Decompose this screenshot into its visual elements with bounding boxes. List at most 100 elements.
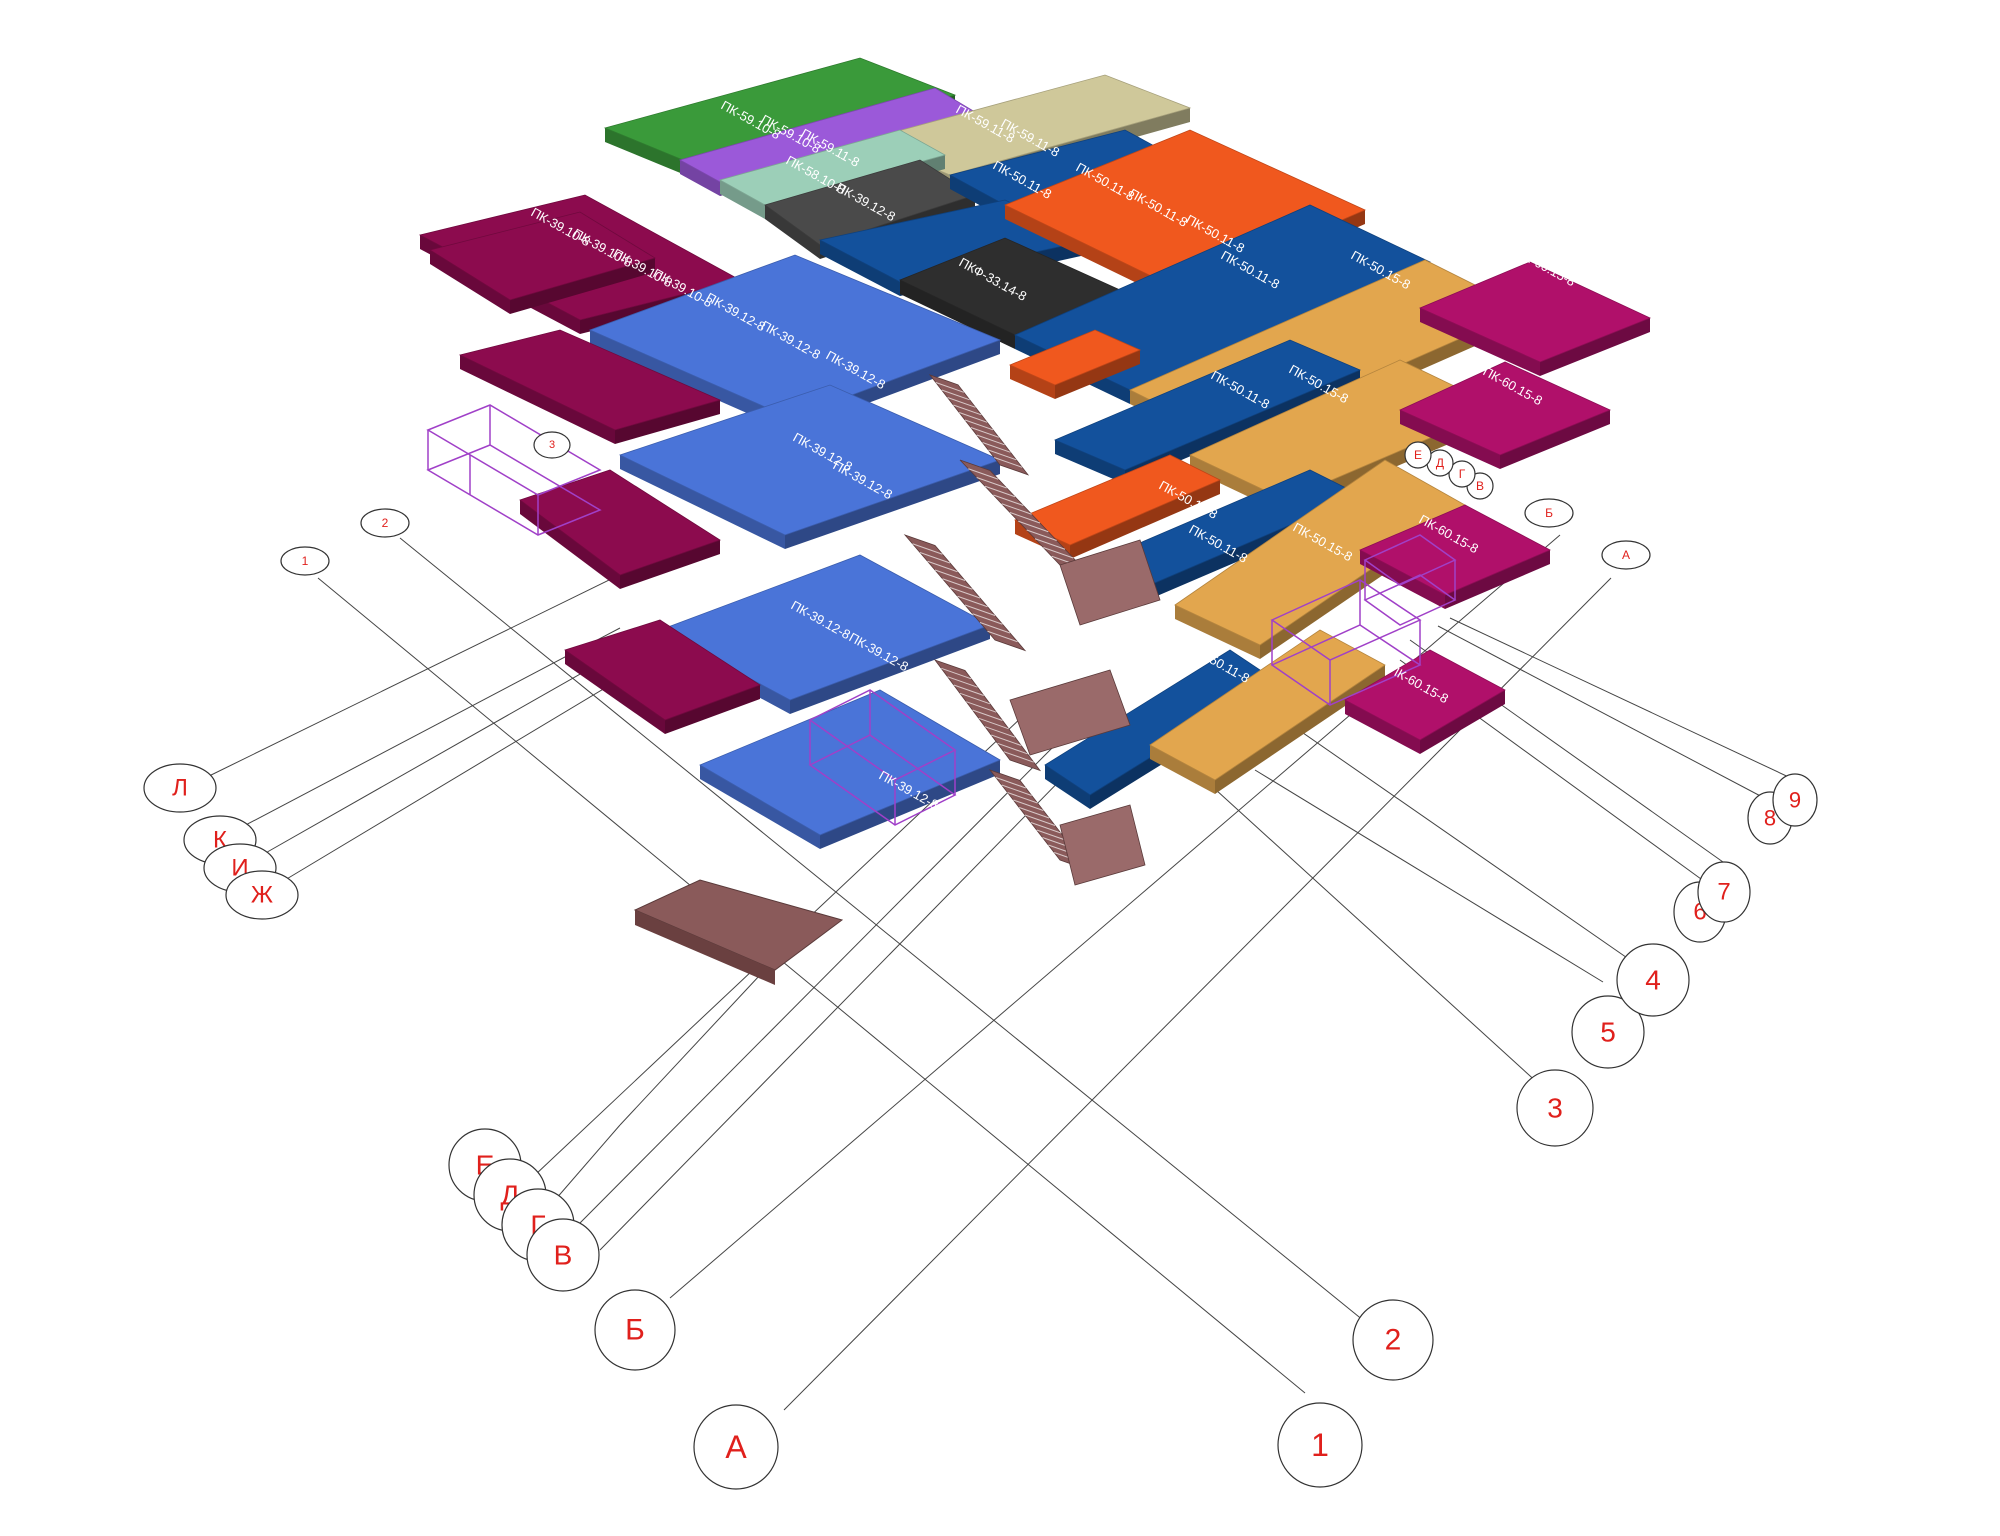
stair-step: [941, 389, 970, 401]
axis-bubble-9: 9: [1772, 773, 1818, 827]
slab-side-left: [520, 500, 620, 589]
stair-step: [947, 676, 978, 688]
svg-text:5: 5: [1600, 1017, 1616, 1048]
slab-top: [1008, 329, 1142, 386]
slab-side-front: [1500, 410, 1610, 469]
slab-maroon-15: [458, 329, 722, 444]
stair-step: [959, 412, 988, 423]
stair-step: [959, 692, 991, 705]
slab-top: [1399, 361, 1612, 456]
slab-side-left: [720, 180, 765, 219]
slab-side-front: [1445, 550, 1550, 609]
slab-side-front: [1055, 350, 1140, 399]
railings-layer: [426, 404, 1457, 826]
stair-step: [984, 485, 1016, 498]
slab-side-left: [430, 250, 510, 314]
axis-bubble-2: 2: [1352, 1299, 1434, 1381]
stair-step: [979, 622, 1011, 634]
svg-text:2: 2: [1385, 1324, 1402, 1357]
slab-side-front: [1420, 690, 1505, 754]
slab-side-left: [605, 128, 695, 179]
stair-landing-1: [1009, 669, 1131, 756]
slab-side-left: [620, 455, 785, 549]
stair-landing-0: [1059, 539, 1161, 626]
svg-text:В: В: [1476, 479, 1484, 493]
svg-text:3: 3: [1547, 1093, 1563, 1124]
slab-top: [428, 211, 656, 301]
svg-text:Ж: Ж: [251, 882, 273, 909]
stair-flight-loose-side: [635, 910, 775, 985]
stair-step: [1026, 529, 1057, 541]
stair-step: [976, 477, 1007, 489]
slab-maroon-21: [519, 469, 721, 589]
slab-side-front: [1125, 370, 1360, 484]
slab-side-front: [785, 460, 1000, 549]
slab-side-front: [615, 400, 720, 444]
axis-bubble-7: 7: [1697, 861, 1751, 923]
stair-step: [953, 684, 984, 696]
slab-side-left: [1055, 440, 1125, 484]
svg-text:Б: Б: [625, 1314, 645, 1347]
slab-top: [458, 329, 722, 431]
slab-navy-18: [1053, 339, 1362, 484]
slab-top: [1004, 129, 1366, 291]
stair-step: [1019, 807, 1050, 819]
axis-bubbles: 1 2 3 А Б В Г Д: [143, 431, 1818, 1490]
stairs-layer: [633, 374, 1161, 985]
slab-top: [519, 469, 721, 576]
slab-top: [1344, 649, 1506, 741]
slab-side-left: [1420, 308, 1540, 376]
axis-bubble-1-top: 1: [280, 546, 330, 576]
railing-right: [1270, 579, 1422, 706]
slab-side-left: [900, 280, 1015, 349]
slab-side-left: [590, 330, 790, 432]
stair-step: [997, 742, 1028, 755]
stair-step: [964, 604, 996, 616]
stair-step: [978, 717, 1009, 730]
stair-step: [1001, 503, 1032, 515]
stair-step: [1009, 512, 1041, 524]
slab-side-left: [1005, 205, 1180, 304]
stair-step: [919, 552, 951, 564]
svg-text:Е: Е: [1414, 448, 1422, 462]
axis-lines: [204, 534, 1796, 1411]
slab-maroon-27: [564, 619, 761, 734]
slab-side-left: [1400, 410, 1500, 469]
slab-side-front: [790, 625, 990, 714]
axis-bubble-3: 3: [1516, 1069, 1594, 1147]
stair-step: [982, 442, 1011, 453]
slab-side-left: [1150, 745, 1215, 794]
stair-step: [957, 595, 988, 608]
svg-text:1: 1: [302, 554, 309, 568]
stair-step: [1024, 814, 1056, 826]
svg-text:Д: Д: [1436, 456, 1444, 470]
stair-step: [972, 709, 1003, 721]
stair-step: [1003, 751, 1034, 763]
svg-text:9: 9: [1789, 788, 1801, 813]
slab-top: [564, 619, 761, 721]
stair-step: [1001, 784, 1032, 796]
slab-top: [1418, 261, 1652, 363]
slab-side-front: [620, 540, 720, 589]
stair-step: [1030, 822, 1061, 834]
slab-side-left: [680, 160, 720, 196]
slab-sand-30: [1149, 629, 1386, 794]
slab-side-left: [765, 205, 820, 259]
slab-side-left: [1175, 605, 1260, 659]
axis-bubble-A-top: А: [1601, 540, 1651, 570]
slab-orange-17: [1008, 329, 1142, 399]
slab-blue-14: [588, 254, 1002, 432]
stair-step: [991, 734, 1022, 746]
stair-step: [1034, 538, 1066, 550]
slab-side-front: [1215, 665, 1385, 794]
axis-bubble-2-top: 2: [360, 508, 410, 538]
svg-text:А: А: [725, 1429, 747, 1465]
axis-bubble-B-top: Б: [1524, 498, 1574, 528]
stair-step: [947, 397, 976, 408]
stair-step: [964, 419, 994, 431]
stair-step: [935, 382, 964, 393]
slabs-layer: [418, 57, 1652, 849]
svg-text:8: 8: [1764, 806, 1776, 831]
slab-side-left: [700, 765, 820, 849]
